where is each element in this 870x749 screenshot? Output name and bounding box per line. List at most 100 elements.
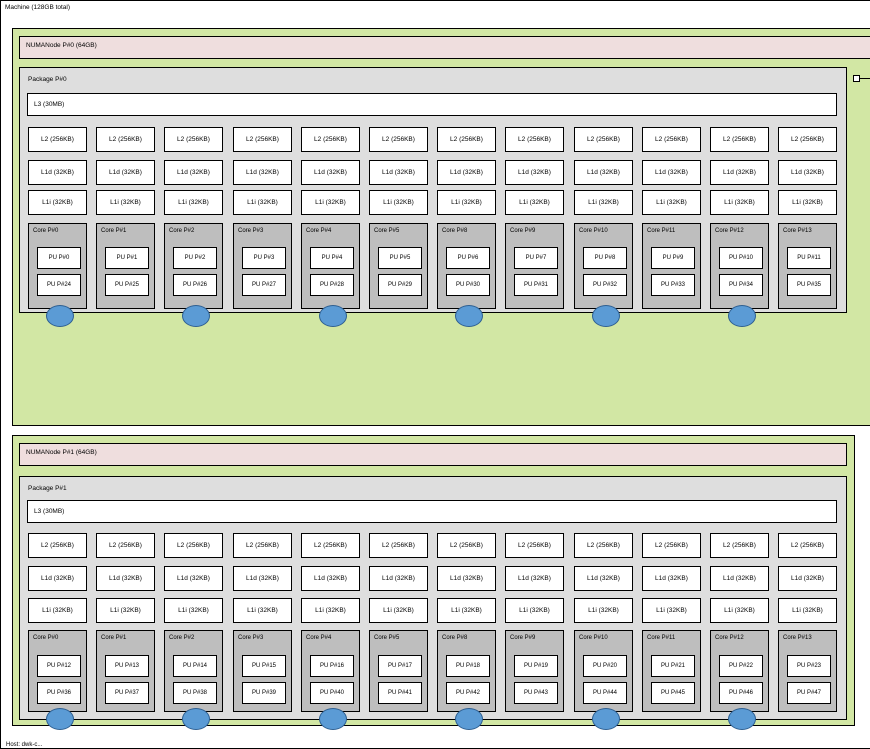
core-label: Core P#10 — [579, 635, 608, 641]
l2-cache: L2 (256KB) — [301, 127, 360, 152]
pu-box: PU P#46 — [719, 682, 763, 704]
l1d-cache: L1d (32KB) — [437, 160, 496, 185]
pu-box: PU P#31 — [514, 274, 558, 296]
core-label: Core P#10 — [579, 228, 608, 234]
l1d-cache: L1d (32KB) — [505, 566, 564, 591]
l2-cache: L2 (256KB) — [437, 127, 496, 152]
l1i-cache: L1i (32KB) — [778, 598, 837, 623]
l1i-cache: L1i (32KB) — [28, 598, 87, 623]
l1d-cache: L1d (32KB) — [369, 566, 428, 591]
l2-cache: L2 (256KB) — [28, 533, 87, 558]
package-1-label: Package P#1 — [28, 485, 67, 492]
l1d-cache: L1d (32KB) — [710, 160, 769, 185]
pu-box: PU P#32 — [583, 274, 627, 296]
pu-box: PU P#15 — [242, 655, 286, 677]
pu-box: PU P#47 — [787, 682, 831, 704]
l1i-cache: L1i (32KB) — [505, 190, 564, 215]
l1d-cache: L1d (32KB) — [301, 160, 360, 185]
pci-device-icon — [182, 305, 210, 327]
pci-device-icon — [455, 708, 483, 730]
l2-cache: L2 (256KB) — [301, 533, 360, 558]
l1i-cache: L1i (32KB) — [778, 190, 837, 215]
l1i-cache: L1i (32KB) — [301, 598, 360, 623]
pu-box: PU P#11 — [787, 247, 831, 269]
pci-device-icon — [455, 305, 483, 327]
pu-box: PU P#33 — [651, 274, 695, 296]
l2-cache: L2 (256KB) — [642, 127, 701, 152]
pu-box: PU P#44 — [583, 682, 627, 704]
pu-box: PU P#23 — [787, 655, 831, 677]
pu-box: PU P#17 — [378, 655, 422, 677]
l2-cache: L2 (256KB) — [642, 533, 701, 558]
core-label: Core P#0 — [33, 228, 59, 234]
pu-box: PU P#28 — [310, 274, 354, 296]
pu-box: PU P#14 — [173, 655, 217, 677]
core-box: Core P#2 PU P#14 PU P#38 — [164, 630, 223, 712]
core-label: Core P#11 — [647, 228, 676, 234]
l2-cache: L2 (256KB) — [233, 533, 292, 558]
pu-box: PU P#26 — [173, 274, 217, 296]
core-box: Core P#2 PU P#2 PU P#26 — [164, 223, 223, 309]
l2-cache: L2 (256KB) — [505, 127, 564, 152]
pu-box: PU P#10 — [719, 247, 763, 269]
core-label: Core P#5 — [374, 228, 400, 234]
pci-device-icon — [592, 305, 620, 327]
l1i-cache: L1i (32KB) — [369, 598, 428, 623]
pu-box: PU P#42 — [446, 682, 490, 704]
core-label: Core P#3 — [238, 228, 264, 234]
l1i-cache: L1i (32KB) — [437, 598, 496, 623]
l1i-cache: L1i (32KB) — [96, 190, 155, 215]
core-label: Core P#0 — [33, 635, 59, 641]
core-label: Core P#9 — [510, 228, 536, 234]
l1d-cache: L1d (32KB) — [301, 566, 360, 591]
pu-box: PU P#0 — [37, 247, 81, 269]
l2-cache: L2 (256KB) — [437, 533, 496, 558]
l1d-cache: L1d (32KB) — [574, 566, 633, 591]
pu-box: PU P#24 — [37, 274, 81, 296]
l2-cache: L2 (256KB) — [164, 127, 223, 152]
numa-node-1-label: NUMANode P#1 (64GB) — [19, 443, 847, 466]
package-0-label: Package P#0 — [28, 76, 67, 83]
l1d-cache: L1d (32KB) — [164, 566, 223, 591]
l1d-cache: L1d (32KB) — [574, 160, 633, 185]
l1d-cache: L1d (32KB) — [778, 160, 837, 185]
pci-device-icon — [592, 708, 620, 730]
l1i-cache: L1i (32KB) — [233, 190, 292, 215]
l3-cache-0: L3 (30MB) — [27, 93, 837, 116]
l1d-cache: L1d (32KB) — [96, 566, 155, 591]
l1i-cache: L1i (32KB) — [505, 598, 564, 623]
pu-box: PU P#40 — [310, 682, 354, 704]
core-label: Core P#9 — [510, 635, 536, 641]
host-bridge-line — [860, 78, 870, 79]
core-label: Core P#4 — [306, 228, 332, 234]
l1d-cache: L1d (32KB) — [778, 566, 837, 591]
pci-device-icon — [728, 708, 756, 730]
l1d-cache: L1d (32KB) — [437, 566, 496, 591]
pu-box: PU P#34 — [719, 274, 763, 296]
core-box: Core P#9 PU P#7 PU P#31 — [505, 223, 564, 309]
l1i-cache: L1i (32KB) — [28, 190, 87, 215]
l1d-cache: L1d (32KB) — [642, 160, 701, 185]
core-label: Core P#12 — [715, 228, 744, 234]
pu-box: PU P#6 — [446, 247, 490, 269]
numa-node-0-label: NUMANode P#0 (64GB) — [19, 36, 870, 59]
pci-device-icon — [728, 305, 756, 327]
core-label: Core P#2 — [169, 228, 195, 234]
pu-box: PU P#2 — [173, 247, 217, 269]
core-label: Core P#2 — [169, 635, 195, 641]
l2-cache: L2 (256KB) — [778, 127, 837, 152]
machine-label: Machine (128GB total) — [5, 4, 71, 11]
l1d-cache: L1d (32KB) — [164, 160, 223, 185]
l1i-cache: L1i (32KB) — [437, 190, 496, 215]
l1d-cache: L1d (32KB) — [28, 160, 87, 185]
pu-box: PU P#7 — [514, 247, 558, 269]
l1i-cache: L1i (32KB) — [710, 598, 769, 623]
l2-cache: L2 (256KB) — [574, 533, 633, 558]
pu-box: PU P#38 — [173, 682, 217, 704]
